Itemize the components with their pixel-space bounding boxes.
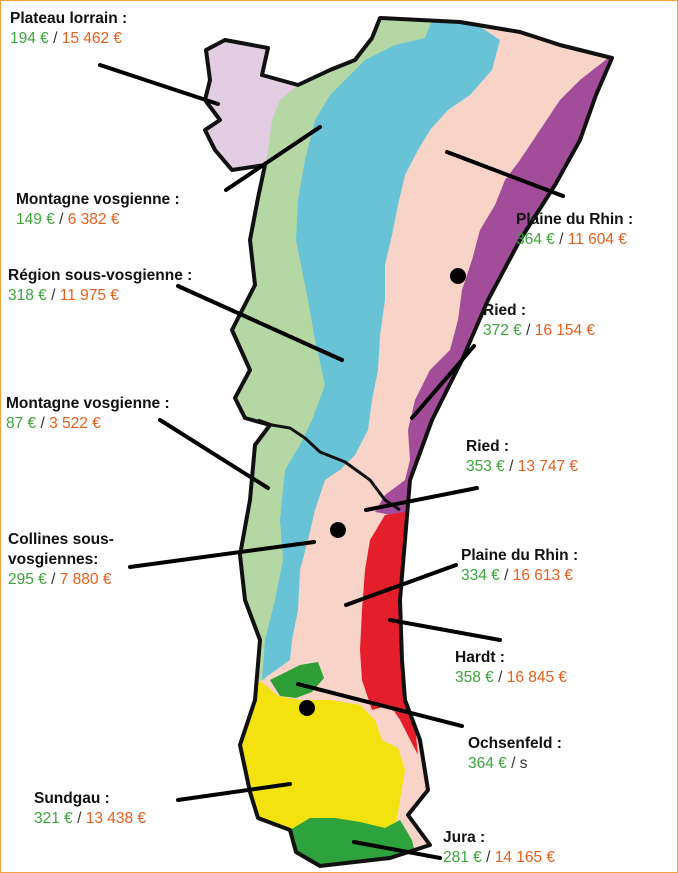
value-separator: / [36,415,50,432]
leader-line-ochsenfeld [296,682,464,728]
leader-line-ried-2 [364,486,479,512]
label-montagne-vosgienne-2: Montagne vosgienne : 87 € / 3 522 € [6,394,170,434]
value-secret: s [519,755,528,772]
value-orange: 14 165 € [494,849,556,866]
value-orange: 6 382 € [67,211,120,228]
region-name: Montagne vosgienne : [16,191,180,208]
department-border [257,418,401,512]
region-name: Collines sous-vosgiennes: [8,531,114,568]
leader-line-collines-sous-vosgiennes [128,540,316,569]
leader-line-plaine-du-rhin-2 [344,563,458,607]
value-separator: / [521,322,535,339]
value-separator: / [499,567,513,584]
leader-line-region-sous-vosgienne [176,284,344,362]
region-name: Ochsenfeld : [468,735,562,752]
label-jura: Jura : 281 € / 14 165 € [443,828,555,868]
value-separator: / [554,231,568,248]
city-dot-mulhouse [330,522,346,538]
leader-line-ried-1 [410,344,476,420]
region-name: Hardt : [455,649,505,666]
label-collines-sous-vosgiennes: Collines sous-vosgiennes: 295 € / 7 880 … [8,530,168,590]
region-jura [280,818,420,866]
value-orange: 11 604 € [567,231,627,248]
label-ried-1: Ried : 372 € / 16 154 € [483,301,595,341]
region-name: Plaine du Rhin : [516,211,634,228]
value-orange: 11 975 € [59,287,119,304]
label-plaine-du-rhin-2: Plaine du Rhin : 334 € / 16 613 € [461,546,578,586]
label-ochsenfeld: Ochsenfeld : 364 € / s [468,734,562,774]
region-name: Sundgau : [34,790,110,807]
value-green: 353 € [466,458,505,475]
value-separator: / [46,287,60,304]
leader-line-jura [352,840,442,860]
value-separator: / [481,849,495,866]
value-green: 87 € [6,415,37,432]
region-name: Jura : [443,829,486,846]
value-separator: / [506,755,520,772]
value-orange: 15 462 € [61,30,123,47]
city-dot-saint-louis [299,700,315,716]
alsace-outline [203,16,614,868]
value-separator: / [504,458,518,475]
value-orange: 3 522 € [49,415,101,432]
leader-line-plateau-lorrain [98,63,220,106]
value-orange: 7 880 € [59,571,112,588]
label-sundgau: Sundgau : 321 € / 13 438 € [34,789,146,829]
label-plaine-du-rhin-1: Plaine du Rhin : 364 € / 11 604 € [516,210,633,250]
value-green: 318 € [8,287,47,304]
value-green: 334 € [461,567,500,584]
region-sous-vosgienne [262,18,500,680]
region-name: Plaine du Rhin : [461,547,579,564]
value-separator: / [46,571,60,588]
value-separator: / [493,669,507,686]
region-name: Plateau lorrain : [10,10,128,27]
leader-line-hardt [388,618,502,642]
region-name: Montagne vosgienne : [6,395,170,412]
value-green: 149 € [16,211,55,228]
region-name: Région sous-vosgienne : [8,267,193,284]
city-dot-colmar [450,268,466,284]
label-ried-2: Ried : 353 € / 13 747 € [466,437,578,477]
value-orange: 13 438 € [85,810,147,827]
leader-line-plaine-du-rhin-1 [445,150,565,198]
region-name: Ried : [483,302,527,319]
value-separator: / [48,30,62,47]
value-green: 281 € [443,849,482,866]
value-green: 358 € [455,669,494,686]
leader-line-montagne-vosgienne-2 [158,418,270,490]
value-separator: / [54,211,68,228]
leader-line-sundgau [176,782,292,802]
value-green: 372 € [483,322,522,339]
label-plateau-lorrain: Plateau lorrain : 194 € / 15 462 € [10,9,127,49]
label-montagne-vosgienne-1: Montagne vosgienne : 149 € / 6 382 € [16,190,180,230]
value-green: 321 € [34,810,73,827]
region-name: Ried : [466,438,510,455]
value-separator: / [72,810,86,827]
leader-line-montagne-vosgienne-1 [224,125,322,192]
value-green: 364 € [468,755,507,772]
value-orange: 16 613 € [512,567,574,584]
label-hardt: Hardt : 358 € / 16 845 € [455,648,567,688]
value-green: 295 € [8,571,47,588]
value-green: 364 € [516,231,555,248]
value-green: 194 € [10,30,49,47]
value-orange: 13 747 € [517,458,579,475]
value-orange: 16 154 € [534,322,596,339]
label-region-sous-vosgienne: Région sous-vosgienne : 318 € / 11 975 € [8,266,192,306]
value-orange: 16 845 € [506,669,568,686]
